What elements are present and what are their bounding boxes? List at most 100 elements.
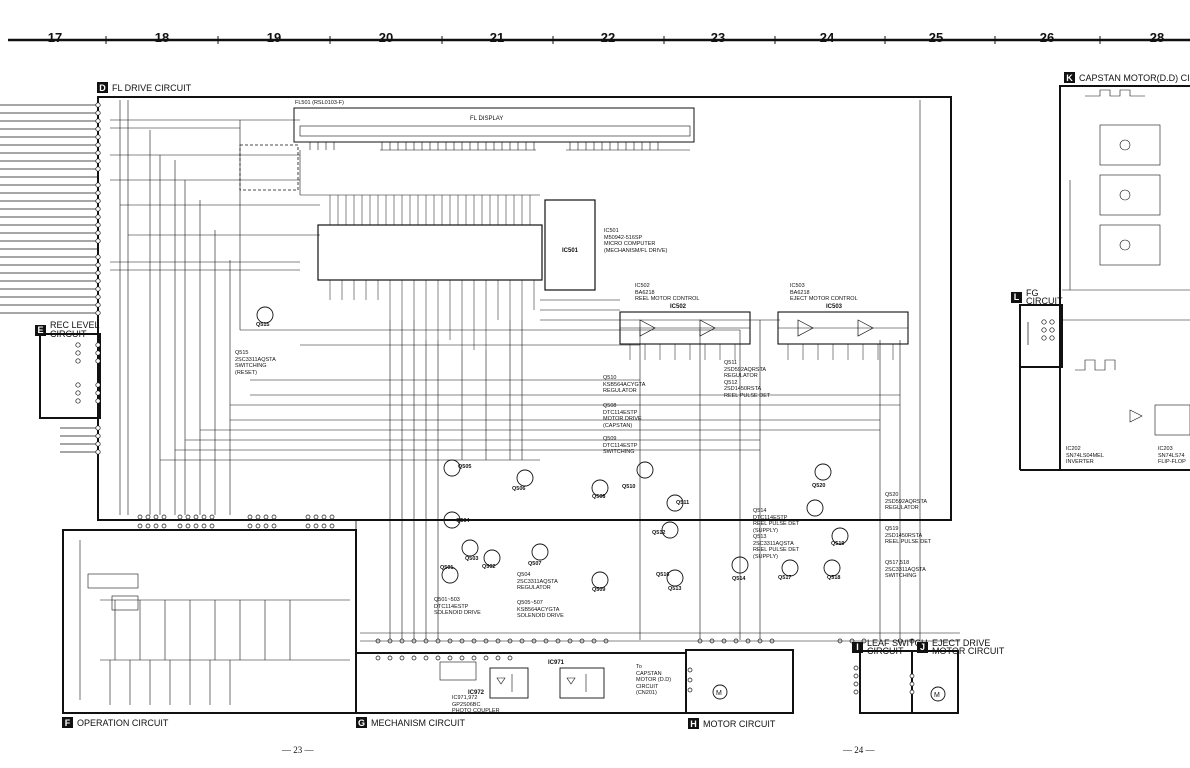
ic502-body-label: IC502 xyxy=(670,304,687,310)
page-number-left: — 23 — xyxy=(282,745,314,755)
ic971-note: IC971,972 GP2S06BC PHOTO COUPLER xyxy=(452,695,500,715)
section-name-motor: MOTOR CIRCUIT xyxy=(703,718,776,729)
capstan-board-outline xyxy=(1059,85,1190,471)
q505-note: Q505~507 KSB564ACYGTA SOLENOID DRIVE xyxy=(517,600,564,620)
section-name-fg-2: CIRCUIT xyxy=(1026,296,1063,306)
section-letter-e: E xyxy=(35,324,46,336)
section-name-fg-1: FG xyxy=(1026,288,1039,298)
ic501-body xyxy=(317,224,543,281)
q512-note-ref: Q512 xyxy=(724,379,738,386)
q515-note-part: 2SC3311AQSTA xyxy=(235,356,276,363)
transistor-label-q510: Q510 xyxy=(622,484,636,490)
q501-note-ref: Q501~503 xyxy=(434,597,460,603)
transistor-label-q503: Q503 xyxy=(465,556,479,562)
section-name-mechanism: MECHANISM CIRCUIT xyxy=(371,717,465,728)
capstan-ref-name: CAPSTAN xyxy=(636,670,662,677)
grid-col-18: 18 xyxy=(154,30,170,45)
fl-drive-board-outline xyxy=(97,96,952,521)
transistor-label-q506: Q506 xyxy=(512,486,526,492)
ic203-note-func: FLIP-FLOP xyxy=(1158,459,1186,465)
fl-display-label: FL DISPLAY xyxy=(470,116,504,122)
fl-display-pins xyxy=(309,142,659,150)
ic202-note-ref: IC202 xyxy=(1066,446,1081,452)
grid-col-25: 25 xyxy=(928,30,944,45)
ic502-note-func: REEL MOTOR CONTROL xyxy=(635,296,700,302)
capstan-ref-motor: MOTOR (D.D) xyxy=(636,677,672,683)
grid-col-24: 24 xyxy=(819,30,835,45)
section-name-eject-motor-2: MOTOR CIRCUIT xyxy=(932,646,1005,656)
q515-note: Q515 2SC3311AQSTA SWITCHING (RESET) xyxy=(235,350,276,376)
section-label-fg: L FG CIRCUIT xyxy=(1011,288,1063,306)
section-label-capstan: K CAPSTAN MOTOR(D.D) CIRC xyxy=(1064,72,1190,83)
section-label-fl-drive: D FL DRIVE CIRCUIT xyxy=(97,82,191,93)
q519-note-func: REEL PULSE DET xyxy=(885,539,932,545)
q509-note-func: SWITCHING xyxy=(603,449,635,455)
transistor-label-q504: Q504 xyxy=(456,518,470,524)
grid-col-19: 19 xyxy=(266,30,282,45)
q505-note-part: KSB564ACYGTA xyxy=(517,606,560,613)
q510-note: Q510 KSB564ACYGTA REGULATOR xyxy=(603,375,645,395)
operation-board-outline xyxy=(62,529,357,714)
page-number-right: — 24 — xyxy=(843,745,875,755)
transistor-symbols xyxy=(256,306,849,589)
fl-display-ref: FL501 (RSL0103-F) xyxy=(295,100,344,106)
q519-note: Q519 2SD1450RSTA REEL PULSE DET xyxy=(885,526,931,546)
q504-note-part: 2SC3311AQSTA xyxy=(517,578,558,585)
svg-text:M: M xyxy=(934,692,940,699)
q505-note-ref: Q505~507 xyxy=(517,600,543,606)
transistor-label-q505: Q505 xyxy=(458,464,472,470)
svg-text:M: M xyxy=(716,690,722,697)
capstan-ref-circuit: CIRCUIT xyxy=(636,683,659,690)
section-label-eject-motor: J EJECT DRIVE MOTOR CIRCUIT xyxy=(917,639,1005,656)
transistor-label-q502: Q502 xyxy=(482,564,496,570)
q511-note-func: REGULATOR xyxy=(724,373,758,379)
q513-note-func: REEL PULSE DET xyxy=(753,547,800,553)
section-letter-j: J xyxy=(917,641,928,653)
transistor-label-q516: Q516 xyxy=(656,572,670,578)
q513-note-ref: Q513 xyxy=(753,534,767,540)
ic203-note-ref: IC203 xyxy=(1158,446,1173,452)
section-letter-l: L xyxy=(1011,291,1022,303)
q515-note-func: SWITCHING xyxy=(235,363,267,369)
transistor-label-q501: Q501 xyxy=(440,565,454,571)
ic503-note-func: EJECT MOTOR CONTROL xyxy=(790,296,858,302)
section-label-motor: H MOTOR CIRCUIT xyxy=(688,718,775,729)
capstan-ref-connector: (CN201) xyxy=(636,690,657,696)
q508-note-func: MOTOR DRIVE xyxy=(603,416,642,422)
q513-note-part: 2SC3311AQSTA xyxy=(753,540,794,547)
q504-note-ref: Q504 xyxy=(517,572,531,578)
q513-note-detail: (SUPPLY) xyxy=(753,553,778,560)
ic503-note-ref: IC503 xyxy=(790,283,805,289)
ic501-note-type: MICRO COMPUTER xyxy=(604,241,656,247)
motor-board-outline xyxy=(685,649,794,714)
rec-level-board-outline xyxy=(39,333,101,419)
ic501-note-part: M50942-516SP xyxy=(604,234,643,241)
q514-note-ref: Q514 xyxy=(753,508,767,514)
fg-board-outline xyxy=(1019,304,1063,368)
ic501-note-func: (MECHANISM/FL DRIVE) xyxy=(604,247,668,254)
reel-motor-symbol xyxy=(712,684,728,700)
grid-col-26: 26 xyxy=(1039,30,1055,45)
eject-motor-symbol xyxy=(930,686,946,702)
transistor-label-q517: Q517 xyxy=(778,575,792,581)
section-name-rec-level-1: REC LEVEL xyxy=(50,320,100,330)
ic501-notes: IC501 M50942-516SP MICRO COMPUTER (MECHA… xyxy=(604,228,667,254)
q508-note-part: DTC114ESTP xyxy=(603,409,638,416)
grid-col-17: 17 xyxy=(47,30,63,45)
q519-note-ref: Q519 xyxy=(885,526,899,532)
q517-note-func: SWITCHING xyxy=(885,573,917,579)
eject-motor-board-outline xyxy=(911,650,959,714)
q501-note-part: DTC114ESTP xyxy=(434,603,469,610)
ic501-body-label: IC501 xyxy=(562,248,579,254)
grid-ruler xyxy=(8,36,1190,44)
ic971-body xyxy=(559,667,605,699)
transistor-label-q514: Q514 xyxy=(732,576,746,582)
q514-note-part: DTC114ESTP xyxy=(753,514,788,521)
operation-switches xyxy=(79,540,350,705)
ic202-note-part: SN74LS04MEL xyxy=(1066,452,1104,459)
section-label-operation: F OPERATION CIRCUIT xyxy=(62,717,168,728)
ic503-notes: IC503 BA6218 EJECT MOTOR CONTROL xyxy=(790,283,858,303)
ic203-note-part: SN74LS74 xyxy=(1158,452,1185,459)
q508-note-detail: (CAPSTAN) xyxy=(603,422,633,429)
